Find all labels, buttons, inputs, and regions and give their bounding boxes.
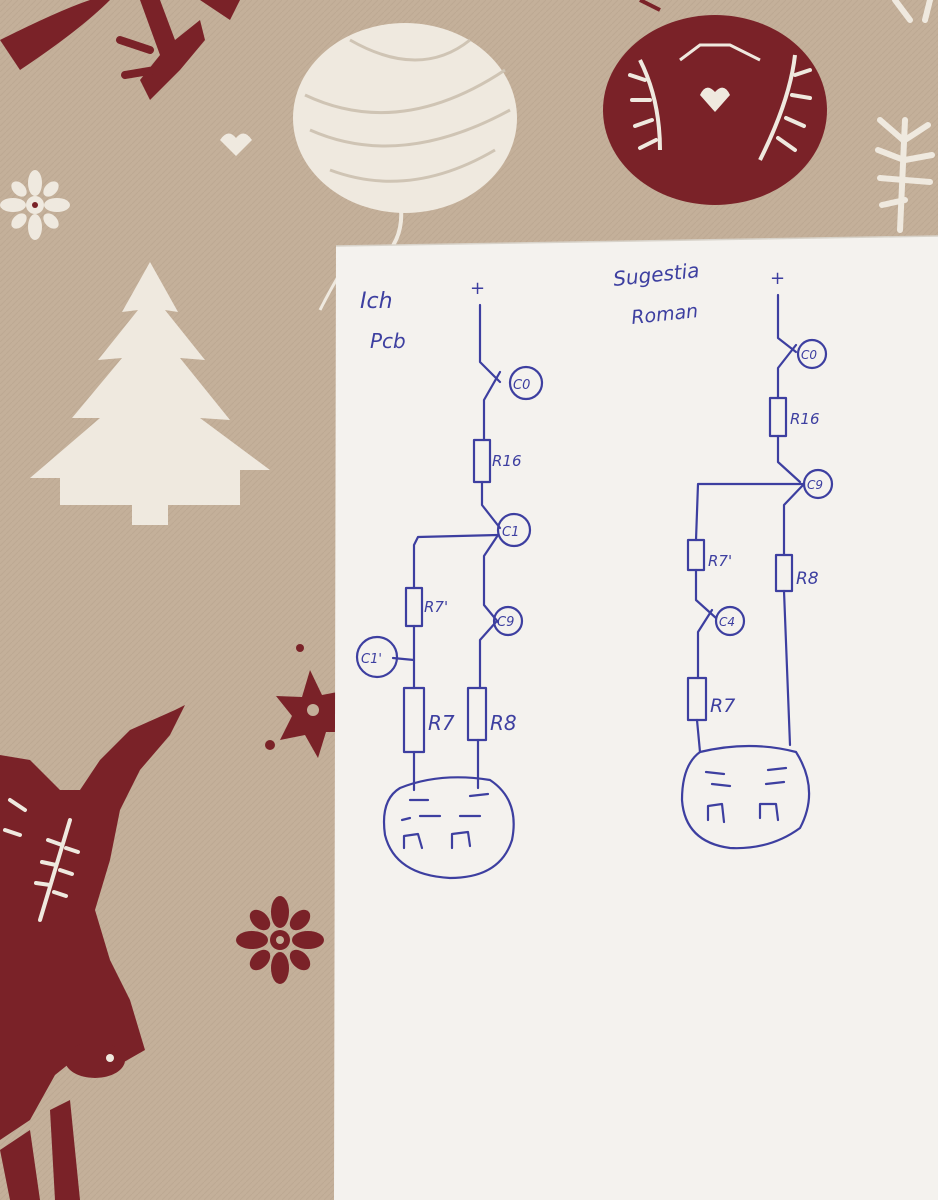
right-c4-label: C4	[719, 615, 735, 629]
red-star	[265, 644, 352, 758]
white-tree	[30, 262, 270, 525]
right-r16-label: R16	[790, 410, 820, 428]
red-reindeer	[0, 705, 185, 1200]
left-r16-label: R16	[492, 452, 522, 470]
small-heart	[220, 133, 252, 156]
right-lamp	[680, 744, 811, 850]
right-r8-label: R8	[796, 569, 819, 589]
right-c0-label: C0	[801, 348, 817, 362]
snowflake-small	[0, 170, 70, 240]
left-c9-label: C9	[497, 615, 514, 630]
left-r7-label: R7	[428, 711, 455, 735]
left-c1-label: C1	[502, 525, 519, 540]
left-lamp	[382, 776, 515, 880]
left-c0-label: C0	[513, 378, 530, 393]
paper-sheet	[334, 236, 938, 1200]
left-schematic: Ich Pcb + C0 R16 C1 R7' C1' C9 R7 R8	[355, 278, 544, 880]
left-c1prime-label: C1'	[361, 652, 382, 667]
right-plus-terminal: +	[770, 268, 785, 289]
left-c1prime-connector	[355, 635, 399, 679]
left-heading-line1: Ich	[360, 289, 393, 314]
red-flower	[236, 896, 324, 984]
right-c0-connector	[796, 338, 828, 370]
right-c9-label: C9	[807, 478, 823, 492]
left-c1-connector	[496, 512, 532, 548]
left-r8-label: R8	[490, 711, 517, 735]
left-r7prime-label: R7'	[424, 598, 448, 616]
right-r7-label: R7	[710, 695, 735, 717]
left-plus-terminal: +	[470, 278, 485, 299]
right-c4-connector	[714, 605, 746, 637]
left-c0-connector	[508, 365, 544, 401]
left-c9-connector	[492, 605, 524, 637]
red-bauble	[603, 0, 827, 205]
yarn-ornament	[293, 23, 517, 311]
white-fern	[875, 0, 935, 233]
right-r7prime-label: R7'	[708, 552, 732, 570]
left-heading-line2: Pcb	[370, 329, 406, 353]
